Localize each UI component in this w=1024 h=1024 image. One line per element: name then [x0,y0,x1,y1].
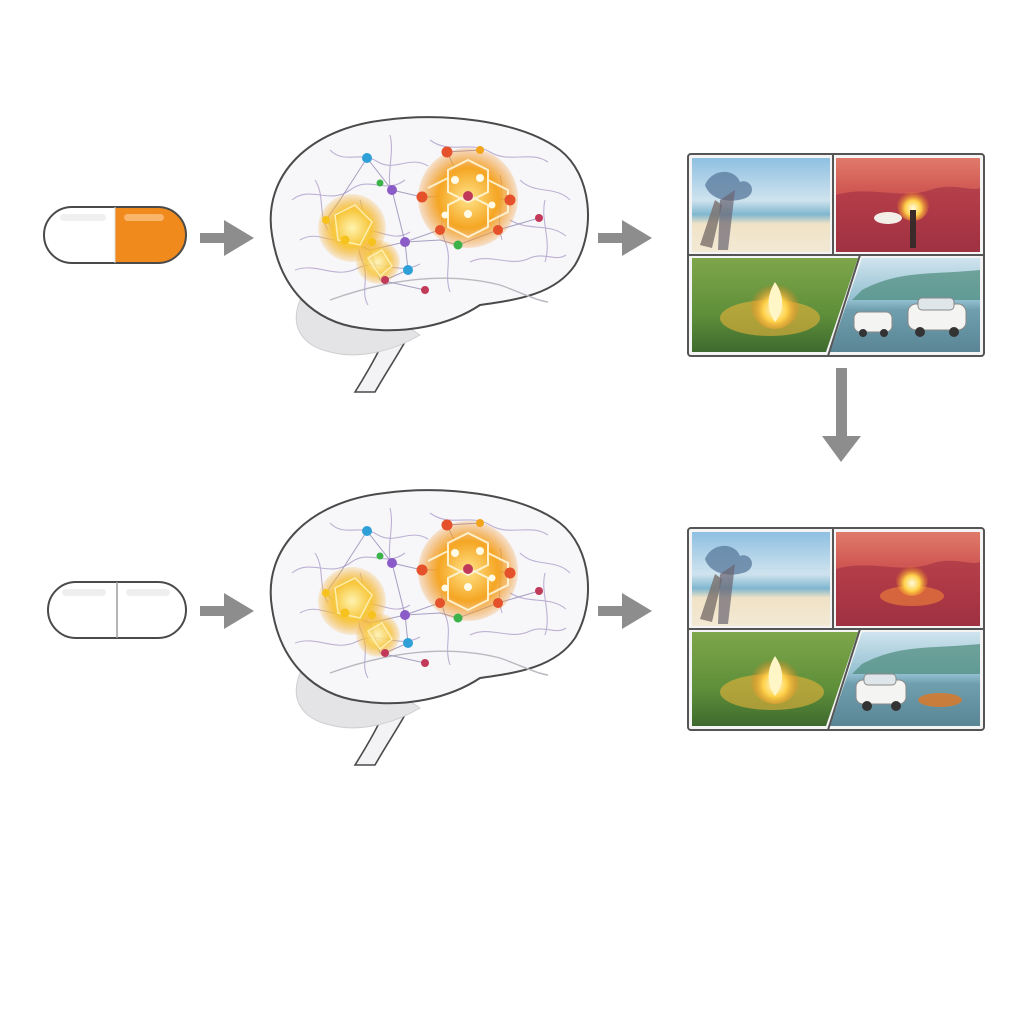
white-car-icon [855,673,907,711]
panel-road-with-white-cars [830,258,980,352]
panel-beach-with-dead-tree [692,532,830,626]
image-panel-grid-2 [687,527,985,731]
panel-beach-with-dead-tree [692,158,830,252]
pill-placebo [47,581,187,639]
row-drug [43,116,985,394]
panel-green-field-with-fire [692,632,858,726]
white-car-icon [853,311,893,337]
brain-drug [269,116,590,394]
row-placebo [47,489,985,766]
pill-drug [43,206,187,264]
arrow-brain-to-panels-1 [598,220,652,256]
arrow-brain-to-panels-2 [598,593,652,629]
arrow-pill-to-brain-1 [200,220,254,256]
panel-road-with-white-car [830,632,980,726]
panel-red-landscape-with-flame [836,532,980,626]
white-car-icon [907,297,967,337]
brain-placebo [269,489,590,766]
arrow-pill-to-brain-2 [200,593,254,629]
image-panel-grid-1 [687,153,985,357]
panel-red-landscape-with-flame [836,158,980,252]
arrow-down-between-rows [822,368,861,462]
panel-green-field-with-fire [692,258,858,352]
